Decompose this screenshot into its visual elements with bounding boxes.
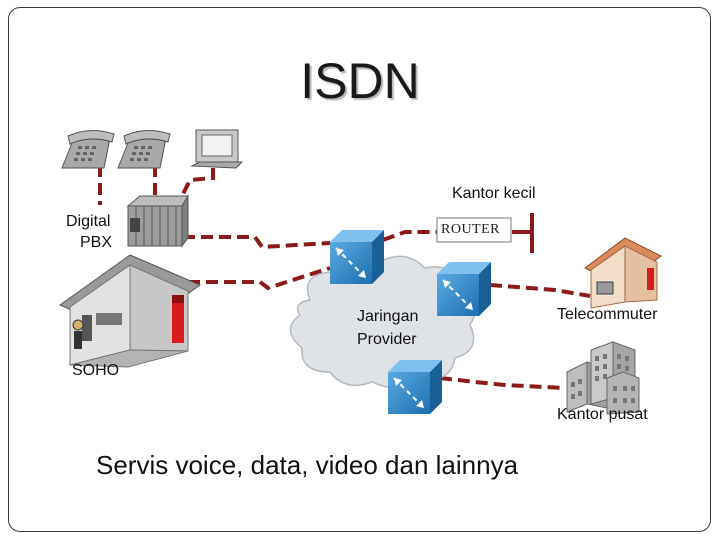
line-computer-pbx xyxy=(178,168,215,201)
switch-icon xyxy=(330,230,384,284)
computer-icon xyxy=(190,129,244,169)
pbx-icon xyxy=(126,194,189,248)
label-digital: Digital xyxy=(66,213,111,230)
label-kantor-pusat: Kantor pusat xyxy=(557,406,648,423)
label-router: ROUTER xyxy=(441,222,500,237)
switch-icon xyxy=(388,360,442,414)
label-soho: SOHO xyxy=(72,362,120,379)
caption: Servis voice, data, video dan lainnya xyxy=(96,450,519,480)
switch-icon xyxy=(437,262,491,316)
line-switch3-kantor-pusat xyxy=(439,376,566,390)
line-pbx-switch1 xyxy=(183,235,331,250)
label-jaringan: Jaringan xyxy=(357,308,419,325)
line-soho-switch1 xyxy=(188,266,331,291)
house-icon xyxy=(58,254,202,368)
label-provider: Provider xyxy=(357,331,417,348)
label-telecommuter: Telecommuter xyxy=(557,306,658,323)
connection-lines xyxy=(98,165,591,390)
house-icon xyxy=(584,237,662,309)
page-title: ISDN xyxy=(300,53,420,109)
label-kantor-kecil: Kantor kecil xyxy=(452,185,536,202)
router-icon xyxy=(436,217,512,243)
phone-icon xyxy=(61,130,115,169)
building-icon xyxy=(566,341,640,415)
phone-icon xyxy=(117,130,171,169)
line-switch2-telecommuter xyxy=(489,283,591,298)
label-pbx: PBX xyxy=(80,234,113,251)
line-switch1-router xyxy=(382,230,440,242)
